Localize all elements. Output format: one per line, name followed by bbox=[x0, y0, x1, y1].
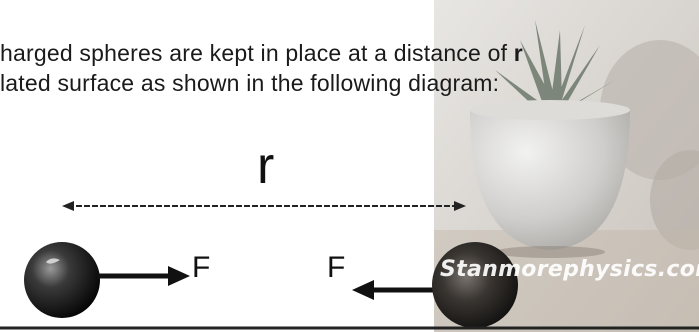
question-text-line-1-main: harged spheres are kept in place at a di… bbox=[0, 40, 514, 66]
question-text-line-2: lated surface as shown in the following … bbox=[0, 70, 500, 96]
left-sphere bbox=[24, 242, 100, 318]
left-sphere-group bbox=[24, 242, 190, 318]
right-force-arrowhead bbox=[352, 280, 374, 300]
right-sphere-group bbox=[352, 242, 518, 328]
question-text-var-r: r bbox=[513, 40, 523, 66]
left-sphere-highlight bbox=[46, 258, 60, 264]
distance-indicator bbox=[62, 201, 466, 211]
force-label-left: F bbox=[192, 251, 211, 284]
right-sphere bbox=[432, 242, 518, 328]
plant-pot-rim bbox=[470, 100, 630, 120]
left-force-arrowhead bbox=[168, 266, 190, 286]
question-text-line-1: harged spheres are kept in place at a di… bbox=[0, 40, 523, 67]
plant-pot-shadow bbox=[495, 246, 605, 258]
force-label-right: F bbox=[327, 251, 346, 284]
watermark-text: Stanmorephysics.com bbox=[440, 257, 699, 282]
plant-pot bbox=[470, 110, 630, 250]
distance-label: r bbox=[257, 137, 275, 195]
distance-arrowhead-left bbox=[62, 201, 74, 211]
photo-blur-shape-2 bbox=[650, 150, 699, 250]
distance-arrowhead-right bbox=[454, 201, 466, 211]
